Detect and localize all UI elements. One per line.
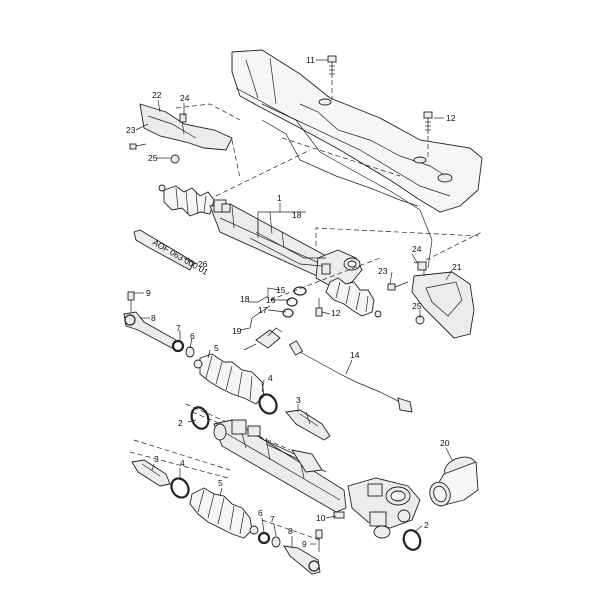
callout-18-left: 18 [240, 294, 250, 304]
callout-23-right: 23 [378, 266, 388, 276]
nut-6-7-lower [257, 531, 281, 548]
callout-24-right: 24 [412, 244, 422, 254]
callout-15: 15 [276, 285, 286, 295]
callout-23-left: 23 [126, 125, 136, 135]
steering-rack-lower [190, 406, 421, 539]
bracket-left [129, 103, 241, 179]
callout-9-lower: 9 [302, 539, 307, 549]
callout-5-upper: 5 [214, 343, 219, 353]
callout-11: 11 [306, 55, 315, 65]
callout-20: 20 [440, 438, 450, 448]
callout-8-upper: 8 [151, 313, 156, 323]
callout-18-top: 18 [292, 210, 302, 220]
callout-2-left: 2 [178, 418, 183, 428]
seal-rings [282, 286, 307, 318]
sensor-cable-14 [288, 340, 413, 413]
callout-3-lower: 3 [154, 454, 159, 464]
callout-2-right: 2 [424, 520, 429, 530]
callout-21: 21 [452, 262, 462, 272]
callout-4-lower: 4 [180, 458, 185, 468]
leader-lines [134, 59, 453, 548]
clamp-4-lower [170, 477, 190, 499]
callout-4-upper: 4 [268, 373, 273, 383]
callout-12-top: 12 [446, 113, 456, 123]
callout-19: 19 [232, 326, 242, 336]
bolt-12-lower [315, 298, 323, 317]
tie-rod-end-lower [261, 519, 323, 575]
callout-8-lower: 8 [288, 526, 293, 536]
callout-17: 17 [258, 305, 268, 315]
callout-5-lower: 5 [218, 478, 223, 488]
dust-boot-20 [429, 456, 479, 507]
bellows-5-upper [193, 353, 265, 405]
callout-24-left: 24 [180, 93, 190, 103]
callout-10: 10 [316, 513, 326, 523]
tie-rod-end-upper [123, 291, 177, 349]
callout-14: 14 [350, 350, 360, 360]
bolt-11 [327, 55, 337, 100]
steering-rack-upper [158, 149, 481, 318]
callout-22: 22 [152, 90, 162, 100]
callout-6-upper: 6 [190, 331, 195, 341]
callout-25-right: 25 [412, 301, 422, 311]
inner-tie-rod-3-lower [129, 439, 231, 487]
callout-25-left: 25 [148, 153, 158, 163]
callout-1: 1 [277, 193, 282, 203]
callout-3-upper: 3 [296, 395, 301, 405]
bolt-12-upper [423, 111, 433, 158]
clamp-4-upper [258, 393, 278, 415]
tube-label: AOF 063 000 01 [151, 237, 210, 277]
o-ring-2-lower [402, 529, 422, 551]
callout-26: 26 [198, 259, 208, 269]
callout-6-lower: 6 [258, 508, 263, 518]
subframe [231, 49, 483, 269]
grease-tube-26: AOF 063 000 01 [133, 229, 210, 277]
pressure-switch-19 [243, 327, 283, 351]
bellows-5-lower [189, 487, 259, 539]
callout-12-lower: 12 [331, 308, 341, 318]
callout-9-upper: 9 [146, 288, 151, 298]
callout-labels: 11 12 22 24 23 25 1 18 26 9 8 7 6 5 15 1… [126, 55, 462, 549]
bracket-right [387, 231, 483, 339]
callout-7-lower: 7 [270, 514, 275, 524]
callout-7-upper: 7 [176, 323, 181, 333]
callout-16: 16 [266, 295, 276, 305]
